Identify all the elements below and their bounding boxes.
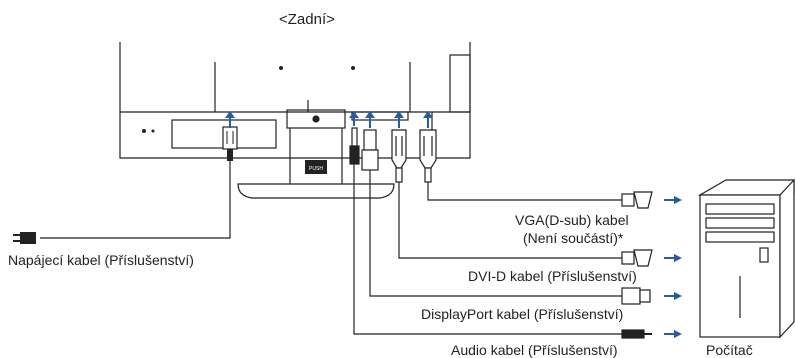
computer-tower [697, 178, 795, 339]
computer-label: Počítač [706, 342, 753, 358]
dvi-cable-label: DVI-D kabel (Příslušenství) [468, 268, 637, 284]
page-title: <Zadní> [279, 11, 335, 28]
displayport-cable [361, 129, 651, 305]
dvi-cable [391, 129, 653, 267]
lock-dot [151, 129, 155, 133]
audio-cable-label: Audio kabel (Příslušenství) [451, 342, 618, 358]
stand-release-button [305, 160, 327, 174]
vga-cable [419, 129, 653, 209]
monitor-back [119, 42, 471, 159]
screw-dot [351, 66, 355, 70]
power-cable [13, 126, 238, 244]
computer-arrows [664, 196, 682, 338]
port-arrows [225, 111, 433, 128]
stand-button-text: PUSH [309, 166, 323, 172]
screw-dot [279, 66, 283, 70]
audio-cable [349, 127, 652, 339]
vga-cable-note: (Není součástí)* [523, 230, 624, 246]
lock-dot [142, 129, 146, 133]
monitor-stand [237, 109, 395, 199]
vga-cable-label: VGA(D-sub) kabel [515, 212, 629, 228]
power-cable-label: Napájecí kabel (Příslušenství) [8, 252, 194, 268]
displayport-cable-label: DisplayPort kabel (Příslušenství) [421, 306, 624, 322]
